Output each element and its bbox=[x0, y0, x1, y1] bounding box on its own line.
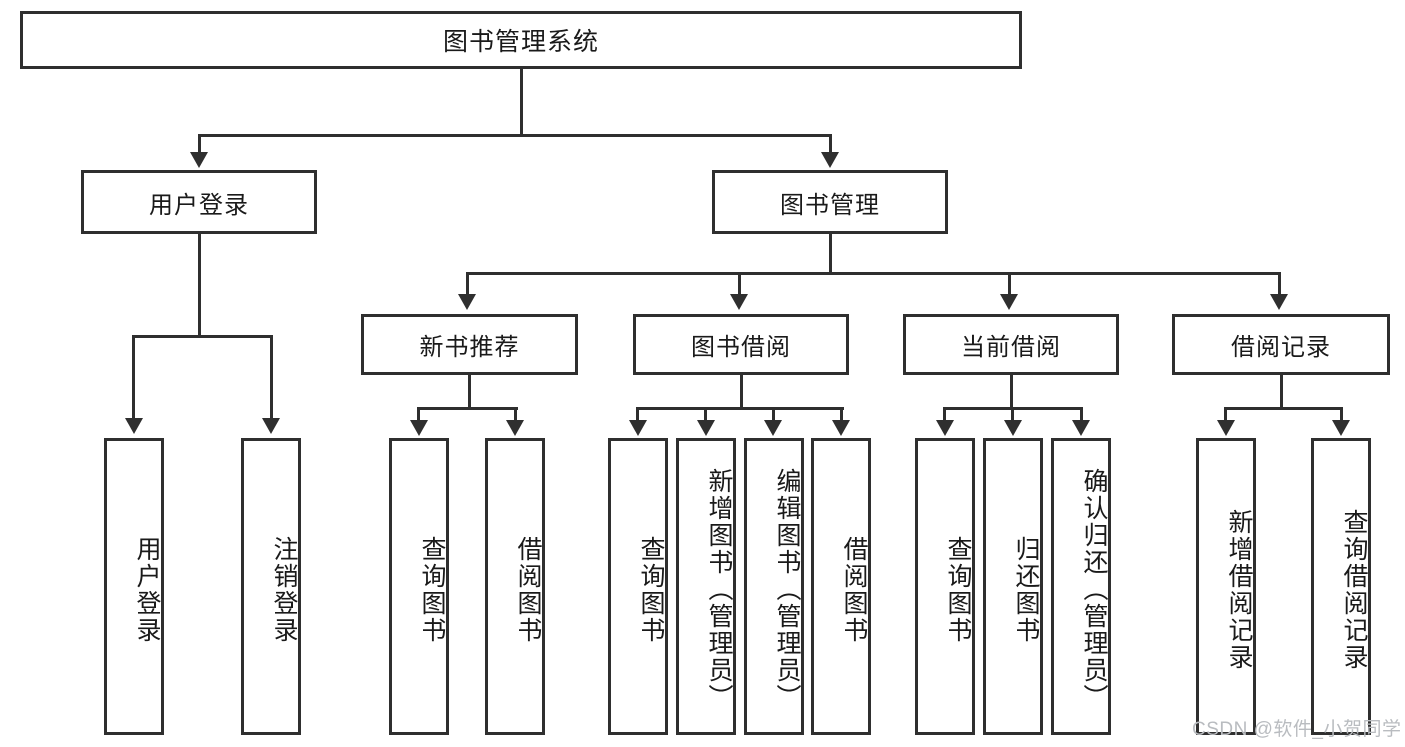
arrow-to-book-manage bbox=[821, 152, 839, 168]
edge-book-manage-to-borrow-record bbox=[1278, 272, 1281, 297]
edge-book-borrow-down bbox=[740, 375, 743, 410]
edge-current-borrow-to-leaf-2 bbox=[1011, 407, 1014, 423]
edge-book-borrow-to-leaf-3 bbox=[772, 407, 775, 423]
node-label: 查询图书 bbox=[944, 535, 972, 644]
edge-book-manage-to-current-borrow bbox=[1008, 272, 1011, 297]
edge-new-book-rec-to-leaf-2 bbox=[514, 407, 517, 423]
edge-book-borrow-to-leaf-4 bbox=[840, 407, 843, 423]
arrow-to-leaf-query-record bbox=[1332, 420, 1350, 436]
node-label: 图书管理系统 bbox=[442, 28, 599, 56]
leaf-node-add-book[interactable]: 新增图书（管理员） bbox=[676, 438, 736, 735]
node-book-manage[interactable]: 图书管理 bbox=[712, 170, 948, 234]
node-label: 图书管理 bbox=[780, 191, 880, 219]
edge-root-to-book-manage bbox=[829, 134, 832, 156]
leaf-node-query-record[interactable]: 查询借阅记录 bbox=[1311, 438, 1371, 735]
node-label: 借阅图书 bbox=[840, 535, 868, 644]
arrow-to-leaf-add-record bbox=[1217, 420, 1235, 436]
node-book-borrow[interactable]: 图书借阅 bbox=[633, 314, 849, 375]
arrow-to-leaf-query-book-2 bbox=[629, 420, 647, 436]
edge-book-borrow-to-leaf-2 bbox=[704, 407, 707, 423]
edge-current-borrow-down bbox=[1010, 375, 1013, 410]
node-label: 用户登录 bbox=[149, 191, 249, 219]
leaf-node-edit-book[interactable]: 编辑图书（管理员） bbox=[744, 438, 804, 735]
leaf-node-query-book-2[interactable]: 查询图书 bbox=[608, 438, 668, 735]
node-label: 新增图书（管理员） bbox=[705, 468, 733, 711]
edge-borrow-record-to-leaf-2 bbox=[1340, 407, 1343, 423]
leaf-node-user-login[interactable]: 用户登录 bbox=[104, 438, 164, 735]
edge-borrow-record-bar bbox=[1224, 407, 1343, 410]
leaf-node-user-logout[interactable]: 注销登录 bbox=[241, 438, 301, 735]
edge-user-login-to-leaf-2 bbox=[270, 335, 273, 421]
edge-root-down bbox=[520, 69, 523, 136]
edge-root-bar bbox=[198, 134, 832, 137]
arrow-to-leaf-add-book bbox=[697, 420, 715, 436]
node-label: 确认归还（管理员） bbox=[1080, 468, 1108, 711]
arrow-to-leaf-confirm-return bbox=[1072, 420, 1090, 436]
arrow-to-user-login bbox=[190, 152, 208, 168]
edge-book-borrow-bar bbox=[636, 407, 844, 410]
edge-book-manage-bar bbox=[466, 272, 1281, 275]
arrow-to-leaf-borrow-book-1 bbox=[506, 420, 524, 436]
edge-new-book-rec-bar bbox=[417, 407, 518, 410]
edge-new-book-rec-down bbox=[468, 375, 471, 410]
edge-user-login-to-leaf-1 bbox=[132, 335, 135, 421]
arrow-to-leaf-query-book-1 bbox=[410, 420, 428, 436]
leaf-node-query-book-1[interactable]: 查询图书 bbox=[389, 438, 449, 735]
node-new-book-rec[interactable]: 新书推荐 bbox=[361, 314, 578, 375]
csdn-watermark: CSDN @软件_小贺同学 bbox=[1192, 719, 1402, 740]
edge-book-borrow-to-leaf-1 bbox=[636, 407, 639, 423]
edge-book-manage-to-book-borrow bbox=[738, 272, 741, 297]
arrow-to-borrow-record bbox=[1270, 294, 1288, 310]
leaf-node-borrow-book-1[interactable]: 借阅图书 bbox=[485, 438, 545, 735]
arrow-to-new-book-rec bbox=[458, 294, 476, 310]
arrow-to-leaf-return-book bbox=[1004, 420, 1022, 436]
leaf-node-add-record[interactable]: 新增借阅记录 bbox=[1196, 438, 1256, 735]
node-user-login[interactable]: 用户登录 bbox=[81, 170, 317, 234]
edge-current-borrow-to-leaf-3 bbox=[1080, 407, 1083, 423]
arrow-to-book-borrow bbox=[730, 294, 748, 310]
arrow-to-current-borrow bbox=[1000, 294, 1018, 310]
node-borrow-record[interactable]: 借阅记录 bbox=[1172, 314, 1390, 375]
node-current-borrow[interactable]: 当前借阅 bbox=[903, 314, 1119, 375]
node-label: 新增借阅记录 bbox=[1225, 508, 1253, 671]
node-label: 用户登录 bbox=[133, 535, 161, 644]
arrow-to-leaf-user-logout bbox=[262, 418, 280, 434]
edge-borrow-record-to-leaf-1 bbox=[1224, 407, 1227, 423]
leaf-node-return-book[interactable]: 归还图书 bbox=[983, 438, 1043, 735]
node-label: 查询借阅记录 bbox=[1340, 508, 1368, 671]
node-label: 当前借阅 bbox=[961, 334, 1061, 361]
node-label: 借阅记录 bbox=[1231, 334, 1331, 361]
leaf-node-borrow-book-2[interactable]: 借阅图书 bbox=[811, 438, 871, 735]
edge-root-to-user-login bbox=[198, 134, 201, 156]
node-label: 新书推荐 bbox=[419, 334, 520, 361]
edge-book-manage-to-new-book-rec bbox=[466, 272, 469, 297]
edge-current-borrow-to-leaf-1 bbox=[943, 407, 946, 423]
node-label: 注销登录 bbox=[270, 535, 298, 644]
node-root-system[interactable]: 图书管理系统 bbox=[20, 11, 1022, 69]
node-label: 查询图书 bbox=[418, 535, 446, 644]
node-label: 归还图书 bbox=[1012, 535, 1040, 644]
edge-user-login-down bbox=[198, 234, 201, 338]
node-label: 查询图书 bbox=[637, 535, 665, 644]
arrow-to-leaf-query-book-3 bbox=[936, 420, 954, 436]
arrow-to-leaf-user-login bbox=[125, 418, 143, 434]
leaf-node-confirm-return[interactable]: 确认归还（管理员） bbox=[1051, 438, 1111, 735]
node-label: 借阅图书 bbox=[514, 535, 542, 644]
node-label: 编辑图书（管理员） bbox=[773, 468, 801, 711]
leaf-node-query-book-3[interactable]: 查询图书 bbox=[915, 438, 975, 735]
edge-user-login-bar bbox=[132, 335, 273, 338]
edge-book-manage-down bbox=[829, 234, 832, 275]
edge-new-book-rec-to-leaf-1 bbox=[417, 407, 420, 423]
node-label: 图书借阅 bbox=[691, 334, 791, 361]
edge-borrow-record-down bbox=[1280, 375, 1283, 410]
arrow-to-leaf-edit-book bbox=[764, 420, 782, 436]
arrow-to-leaf-borrow-book-2 bbox=[832, 420, 850, 436]
